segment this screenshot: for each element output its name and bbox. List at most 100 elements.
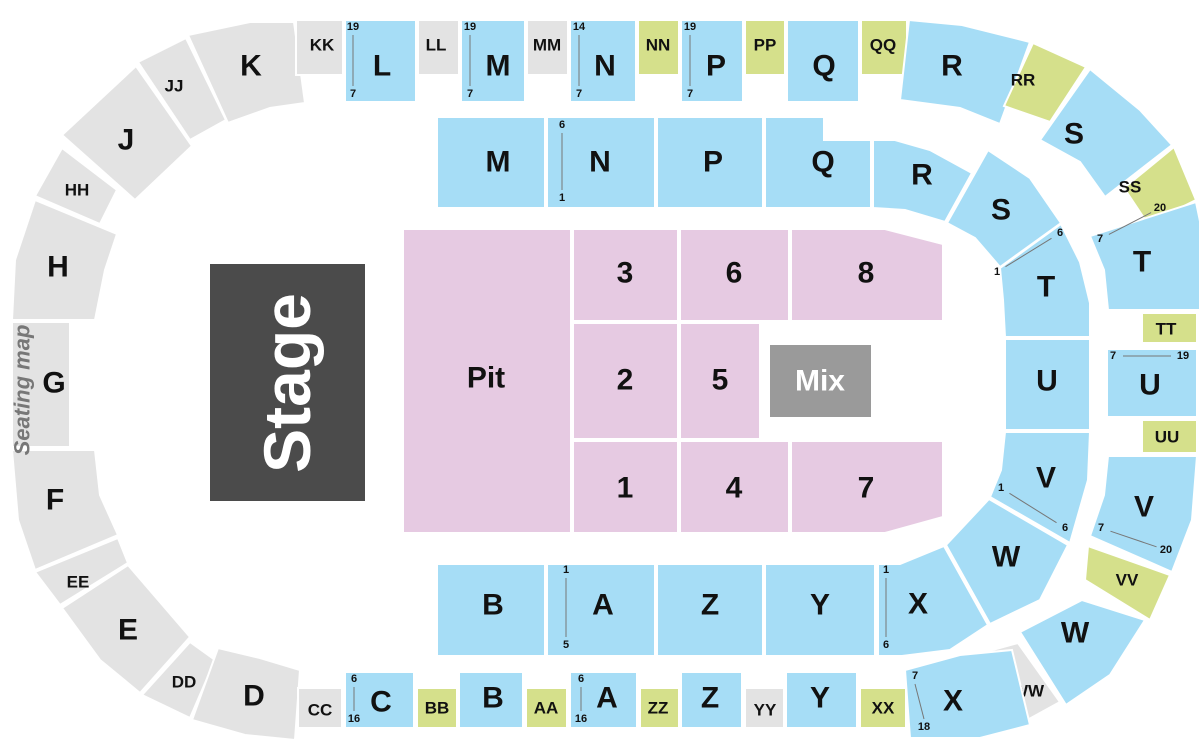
section-yy[interactable]: YY: [744, 687, 785, 729]
section-shape[interactable]: [572, 440, 679, 534]
section-shape[interactable]: [546, 563, 656, 657]
section-shape[interactable]: [416, 687, 458, 729]
section-shape[interactable]: [898, 18, 1032, 126]
section-shape[interactable]: [546, 116, 656, 209]
section-shape[interactable]: [1002, 41, 1088, 124]
section-z-lo[interactable]: Z: [656, 563, 764, 657]
section-shape[interactable]: [1004, 338, 1091, 431]
section-b-up[interactable]: B: [458, 671, 524, 729]
section-shape[interactable]: [680, 671, 743, 729]
section-shape[interactable]: [136, 36, 228, 142]
section-shape[interactable]: [33, 146, 119, 226]
section-shape[interactable]: [785, 671, 858, 729]
section-p-lo[interactable]: P: [656, 116, 764, 209]
section-shape[interactable]: [872, 139, 974, 224]
section-shape[interactable]: [186, 21, 307, 125]
section-shape[interactable]: [790, 228, 944, 322]
section-shape[interactable]: [436, 116, 546, 209]
section-shape[interactable]: [744, 687, 785, 729]
section-shape[interactable]: [1141, 312, 1198, 344]
section-uu[interactable]: UU: [1141, 419, 1198, 454]
section-shape[interactable]: [1106, 348, 1198, 418]
section-shape[interactable]: [944, 497, 1070, 626]
section-shape[interactable]: [569, 671, 638, 729]
section-shape[interactable]: [569, 19, 637, 103]
section-shape[interactable]: [402, 228, 572, 534]
section-y-lo[interactable]: Y: [764, 563, 876, 657]
section-n-lo[interactable]: 61N: [546, 116, 656, 209]
section-shape[interactable]: [1088, 455, 1199, 574]
section-kk[interactable]: KK: [295, 19, 344, 76]
section-z-up[interactable]: Z: [680, 671, 743, 729]
section-y-up[interactable]: Y: [785, 671, 858, 729]
section-shape[interactable]: [679, 228, 790, 322]
section-shape[interactable]: [786, 19, 860, 103]
section-shape[interactable]: [60, 563, 192, 695]
section-f8[interactable]: 8: [790, 228, 944, 322]
section-f6[interactable]: 6: [679, 228, 790, 322]
section-f1[interactable]: 1: [572, 440, 679, 534]
section-f4[interactable]: 4: [679, 440, 790, 534]
section-shape[interactable]: [764, 116, 872, 209]
section-shape[interactable]: [526, 19, 569, 76]
section-shape[interactable]: [764, 563, 876, 657]
section-shape[interactable]: [1083, 544, 1172, 622]
section-shape[interactable]: [679, 322, 761, 440]
section-shape[interactable]: [344, 19, 417, 103]
section-shape[interactable]: [572, 228, 679, 322]
section-shape[interactable]: [637, 19, 680, 76]
section-shape[interactable]: [679, 440, 790, 534]
section-shape[interactable]: [10, 449, 120, 572]
section-q-up[interactable]: Q: [786, 19, 860, 103]
section-zz[interactable]: ZZ: [639, 687, 680, 729]
section-shape[interactable]: [744, 19, 786, 76]
section-shape[interactable]: [10, 198, 119, 321]
section-bb[interactable]: BB: [416, 687, 458, 729]
section-b-lo[interactable]: B: [436, 563, 546, 657]
section-qq[interactable]: QQ: [860, 19, 908, 76]
section-xx[interactable]: XX: [859, 687, 907, 729]
section-f3[interactable]: 3: [572, 228, 679, 322]
section-pp[interactable]: PP: [744, 19, 786, 76]
section-a-lo[interactable]: 15A: [546, 563, 656, 657]
section-shape[interactable]: [525, 687, 568, 729]
section-shape[interactable]: [572, 322, 679, 440]
section-shape[interactable]: [1141, 419, 1198, 454]
section-shape[interactable]: [988, 431, 1092, 545]
section-ll[interactable]: LL: [417, 19, 460, 76]
section-shape[interactable]: [190, 646, 302, 740]
section-shape[interactable]: [60, 64, 194, 202]
section-shape[interactable]: [33, 536, 130, 607]
section-shape[interactable]: [460, 19, 526, 103]
section-shape[interactable]: [656, 563, 764, 657]
section-shape[interactable]: [1018, 598, 1147, 707]
section-cc[interactable]: CC: [297, 687, 343, 729]
section-f2[interactable]: 2: [572, 322, 679, 440]
section-nn[interactable]: NN: [637, 19, 680, 76]
section-shape[interactable]: [295, 19, 344, 76]
section-shape[interactable]: [1088, 200, 1199, 311]
section-shape[interactable]: [859, 687, 907, 729]
section-shape[interactable]: [680, 19, 744, 103]
section-shape[interactable]: [1038, 67, 1174, 199]
section-f7[interactable]: 7: [790, 440, 944, 534]
section-shape[interactable]: [656, 116, 764, 209]
section-shape[interactable]: [790, 440, 944, 534]
section-q-lo[interactable]: Q: [764, 116, 872, 209]
section-shape[interactable]: [417, 19, 460, 76]
section-u-lo[interactable]: U: [1004, 338, 1091, 431]
section-shape[interactable]: [436, 563, 546, 657]
section-shape[interactable]: [877, 544, 990, 657]
section-m-lo[interactable]: M: [436, 116, 546, 209]
section-shape[interactable]: [998, 222, 1091, 338]
section-shape[interactable]: [458, 671, 524, 729]
